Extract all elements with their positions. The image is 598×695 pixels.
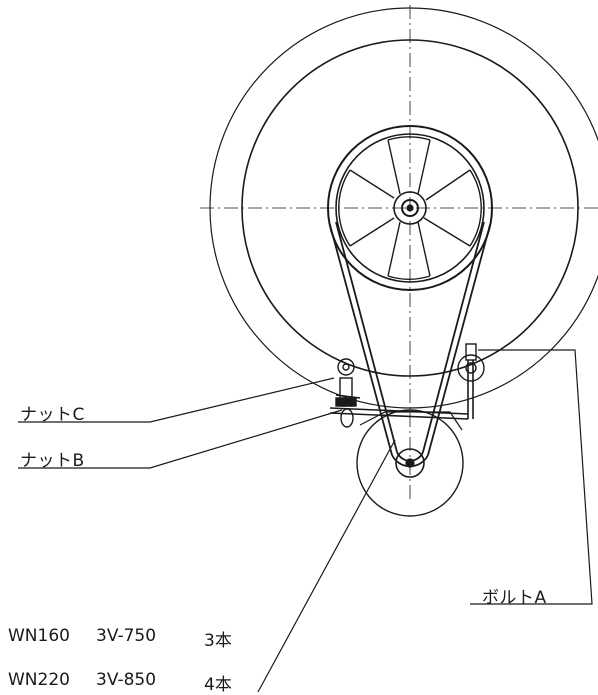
belt-spec-qty: 4本 [204, 675, 232, 695]
belt-spec-row-2: WN220 3V-850 4本 [8, 670, 268, 695]
leader-belt [257, 439, 396, 693]
bolt-a-label: ボルトA [482, 588, 547, 608]
leader-nut-b [18, 409, 343, 469]
v-belt [329, 221, 491, 468]
nut-b-label: ナットB [20, 451, 85, 471]
belt-spec-row-1: WN160 3V-750 3本 [8, 626, 268, 651]
nut-c-fixture [335, 358, 357, 428]
nut-c-label: ナットC [20, 405, 85, 425]
belt-spec-belt: 3V-750 [96, 626, 157, 646]
belt-spec-qty: 3本 [204, 631, 232, 651]
belt-spec-model: WN220 [8, 670, 70, 690]
leader-bolt-a [470, 349, 593, 605]
belt-spec-belt: 3V-850 [96, 670, 157, 690]
large-pulley [327, 125, 493, 291]
bolt-a-fixture [457, 343, 485, 382]
belt-spec-model: WN160 [8, 626, 70, 646]
leader-nut-c [18, 377, 335, 423]
